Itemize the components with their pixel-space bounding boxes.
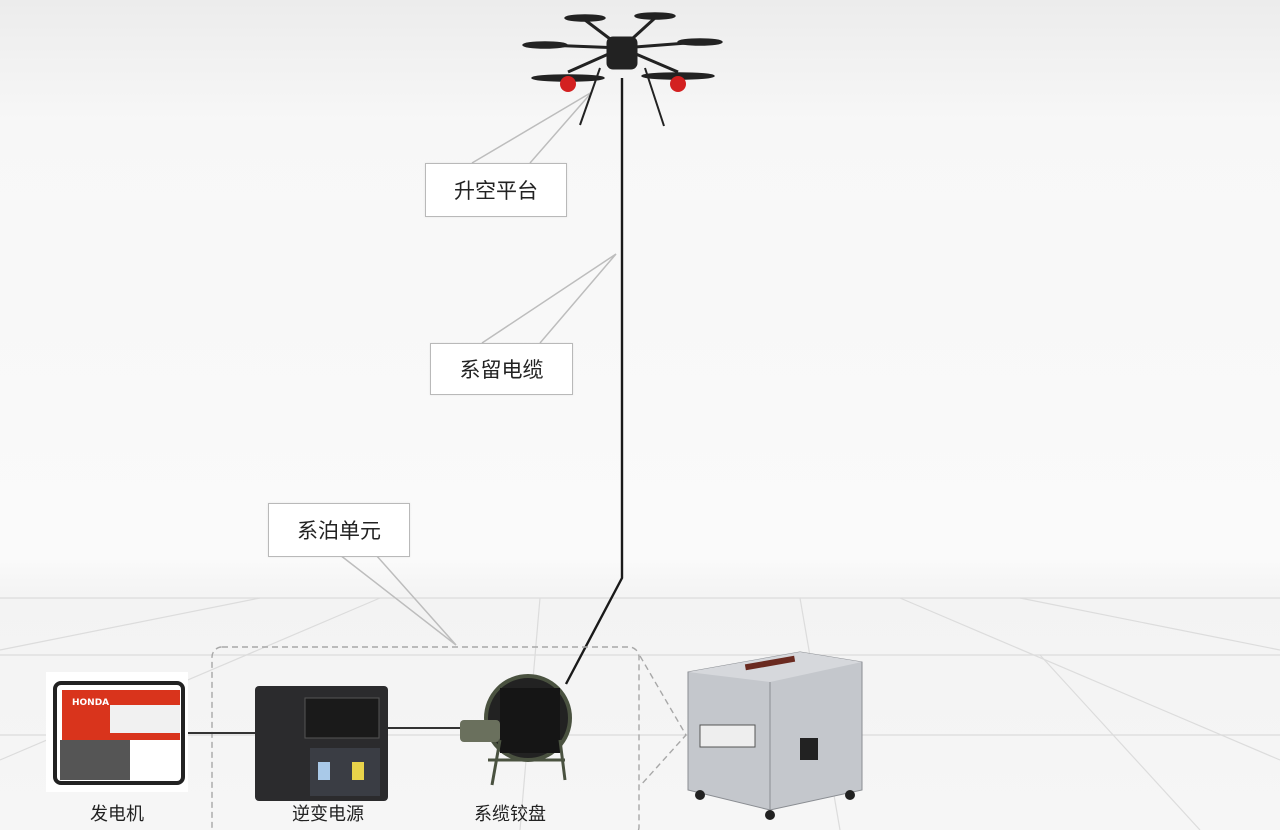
floor-grid — [0, 597, 1280, 830]
honda-logo: HONDA — [72, 698, 109, 708]
label-generator: 发电机 — [90, 804, 144, 825]
callout-mooring-unit: 系泊单元 — [268, 503, 410, 557]
generator-image: HONDA — [46, 672, 188, 792]
cable-winch-image — [460, 674, 572, 786]
label-inverter: 逆变电源 — [292, 804, 364, 825]
expand-chevron — [639, 655, 687, 787]
mooring-unit-boundary — [211, 646, 640, 830]
tether-cable-line — [564, 78, 624, 685]
label-cable-winch: 系缆铰盘 — [474, 804, 546, 825]
callout-aerial-platform: 升空平台 — [425, 163, 567, 217]
mooring-cabinet-image — [687, 651, 863, 820]
callout-tether-cable: 系留电缆 — [430, 343, 573, 395]
hexacopter-drone — [522, 12, 723, 127]
inverter-image — [255, 686, 388, 801]
